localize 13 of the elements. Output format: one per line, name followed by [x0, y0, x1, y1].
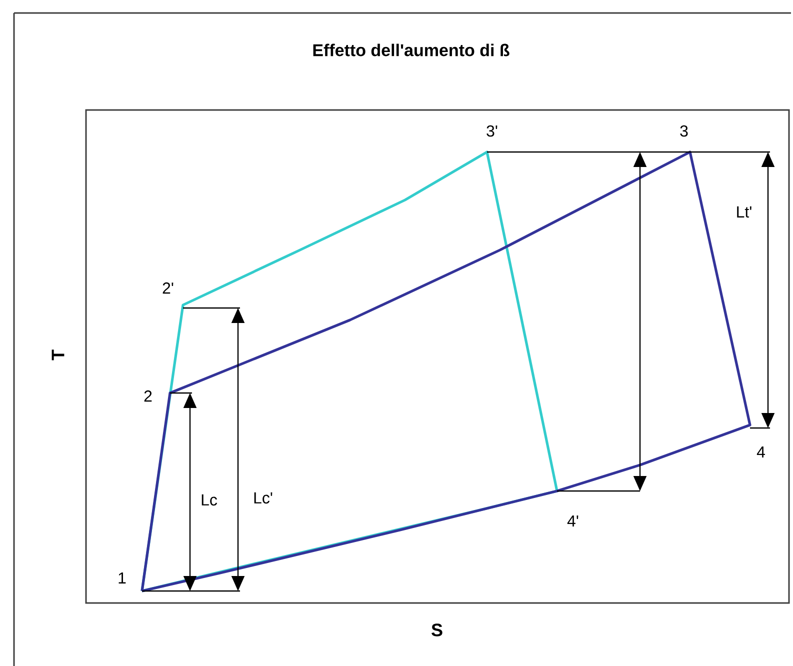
point-label: 1: [118, 572, 126, 584]
point-label: 4: [756, 446, 765, 458]
point-label: 3': [486, 125, 498, 137]
point-label: 4': [567, 516, 578, 526]
point-label: Lc: [202, 494, 218, 506]
point-label: Lt': [737, 206, 752, 218]
point-label: 2': [162, 282, 174, 294]
point-label: Lc': [254, 492, 272, 504]
axis-label: S: [432, 624, 442, 636]
point-label: 3: [680, 125, 688, 137]
title: Effetto dell'aumento di ß: [313, 44, 510, 56]
axis-label: T: [52, 350, 64, 360]
point-label: 2: [144, 390, 152, 402]
